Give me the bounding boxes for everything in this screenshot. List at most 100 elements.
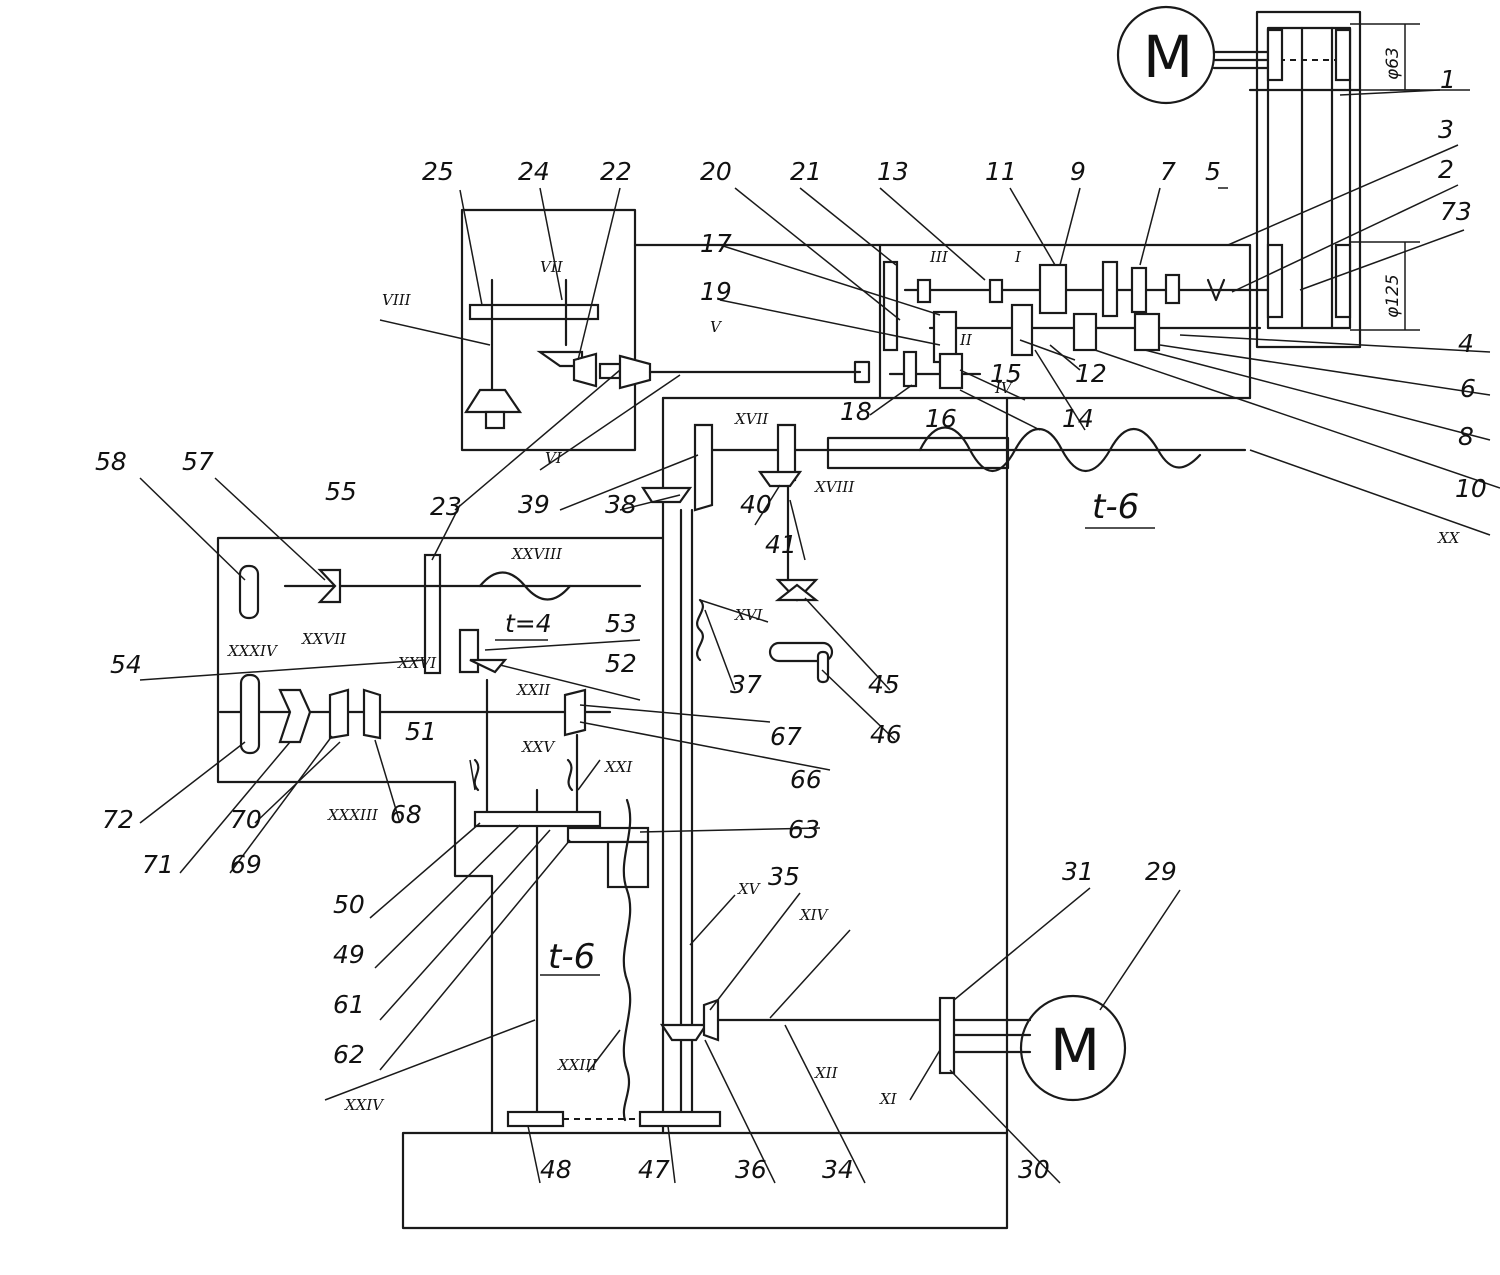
part-label-20: 20 [700,157,732,186]
part-label-14: 14 [1062,404,1094,433]
spindle-head [463,278,871,430]
part-label-45: 45 [868,670,900,699]
shaft-label-XXII: XXII [516,681,551,699]
part-label-41: 41 [765,530,797,559]
part-label-21: 21 [790,157,822,186]
part-label-11: 11 [985,157,1017,186]
shaft-label-III: III [929,248,949,266]
shaft-label-XXXIV: XXXIV [227,642,279,660]
dimension-marks: φ63 φ125 [1350,23,1420,331]
part-label-19: 19 [700,277,732,306]
part-label-12: 12 [1075,359,1107,388]
shaft-label-XXVII: XXVII [301,630,347,648]
housing-outlines [216,10,1362,1230]
part-label-1: 1 [1440,65,1456,94]
shaft-label-XXXIII: XXXIII [327,806,379,824]
part-label-18: 18 [840,397,872,426]
part-label-47: 47 [638,1155,670,1184]
part-label-8: 8 [1458,422,1474,451]
part-label-62: 62 [333,1040,365,1069]
part-label-63: 63 [788,815,820,844]
shaft-label-VII: VII [540,258,564,276]
part-label-9: 9 [1070,157,1086,186]
part-label-50: 50 [333,890,365,919]
part-label-66: 66 [790,765,822,794]
feed-motor-symbol: M [1050,1016,1100,1084]
part-label-5: 5 [1205,157,1221,186]
dim-d63: φ63 [1383,47,1403,80]
part-label-49: 49 [333,940,365,969]
part-label-34: 34 [822,1155,854,1184]
dim-d125: φ125 [1383,274,1403,318]
part-label-3: 3 [1438,115,1454,144]
shaft-label-XXV: XXV [521,738,556,756]
shaft-label-XVIII: XVIII [814,478,855,496]
shaft-label-XXIV: XXIV [344,1096,385,1114]
shaft-label-XI: XI [879,1090,898,1108]
part-label-58: 58 [95,447,127,476]
part-label-51: 51 [405,717,437,746]
part-label-23: 23 [430,492,462,521]
belt-drive [1266,26,1352,330]
shaft-label-XXVI: XXVI [397,654,437,672]
part-label-67: 67 [770,722,802,751]
part-label-24: 24 [518,157,550,186]
part-label-61: 61 [333,990,365,1019]
part-label-54: 54 [110,650,142,679]
shaft-label-XXVIII: XXVIII [511,545,563,563]
part-label-69: 69 [230,850,262,879]
main-motor-symbol: M [1143,23,1193,91]
shaft-label-XXIII: XXIII [557,1056,598,1074]
part-label-71: 71 [142,850,174,879]
part-label-35: 35 [768,862,800,891]
gearbox [882,260,1270,390]
shaft-label-XIV: XIV [799,906,830,924]
part-label-15: 15 [990,359,1022,388]
shaft-label-VI: VI [545,449,563,467]
shaft-labels: I II III IV V VI VII VIII XI XII XIV XV … [227,248,1461,1114]
shaft-label-XVII: XVII [734,410,769,428]
pitch-label-t6-top: t-6 [1092,487,1139,527]
main-motor: M [1116,5,1270,105]
part-label-73: 73 [1440,197,1472,226]
apron [218,553,650,1127]
part-label-68: 68 [390,800,422,829]
part-label-70: 70 [230,805,262,834]
part-label-10: 10 [1455,474,1487,503]
part-label-55: 55 [325,477,357,506]
part-label-6: 6 [1460,374,1476,403]
feed-screw-top [640,423,1247,684]
lower-drive [506,996,1032,1128]
part-label-16: 16 [925,404,957,433]
shaft-label-VIII: VIII [382,291,412,309]
leader-lines [139,89,1500,1184]
part-label-57: 57 [182,447,214,476]
part-label-36: 36 [735,1155,767,1184]
part-label-2: 2 [1438,155,1454,184]
shaft-label-XX: XX [1437,529,1461,547]
shaft-label-XII: XII [814,1064,839,1082]
part-label-29: 29 [1145,857,1177,886]
pitch-label-t6-bottom: t-6 [548,937,595,977]
shaft-label-XXI: XXI [604,758,633,776]
part-label-17: 17 [700,229,732,258]
part-label-39: 39 [518,490,550,519]
pitch-label-t4: t=4 [505,609,552,638]
part-label-31: 31 [1062,857,1094,886]
part-label-48: 48 [540,1155,572,1184]
part-label-53: 53 [605,609,637,638]
part-label-40: 40 [740,490,772,519]
part-label-13: 13 [877,157,909,186]
part-label-46: 46 [870,720,902,749]
part-label-4: 4 [1458,329,1474,358]
part-label-52: 52 [605,649,637,678]
part-labels: 1 2 3 4 5 6 7 8 9 10 11 12 13 14 15 16 1… [95,65,1487,1184]
part-label-38: 38 [605,490,637,519]
vertical-shaft [679,508,704,1127]
part-label-7: 7 [1160,157,1176,186]
part-label-22: 22 [600,157,632,186]
shaft-label-XV: XV [737,880,762,898]
shaft-label-II: II [959,331,973,349]
shaft-label-I: I [1014,248,1022,266]
